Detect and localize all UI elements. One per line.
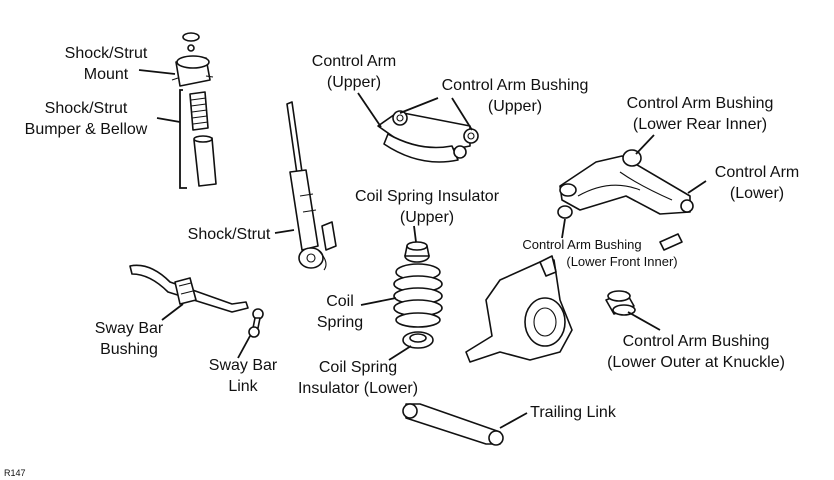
label-coil-spring: Coil Spring (317, 293, 363, 331)
label-line: Control Arm Bushing (623, 333, 770, 350)
sway-bar-link-part (248, 308, 264, 338)
shock-strut-part (286, 101, 337, 271)
label-line: (Lower Outer at Knuckle) (607, 354, 785, 371)
label-sway-bar-bushing: Sway Bar Bushing (95, 320, 164, 358)
label-line: Coil (326, 293, 354, 310)
label-line: Insulator (Lower) (298, 380, 418, 397)
label-trailing-link: Trailing Link (530, 404, 617, 421)
sway-bar-part (129, 264, 249, 313)
coil-spring-part (393, 263, 443, 328)
label-shock-strut: Shock/Strut (188, 226, 271, 243)
label-sway-bar-link: Sway Bar Link (209, 357, 278, 395)
label-cab-lower-outer: Control Arm Bushing (Lower Outer at Knuc… (607, 333, 785, 371)
control-arm-upper-part (377, 110, 479, 163)
label-line: Bumper & Bellow (25, 121, 148, 138)
label-cab-lower-front-inner: Control Arm Bushing (Lower Front Inner) (522, 237, 677, 269)
label-line: Control Arm Bushing (522, 237, 641, 252)
label-line: (Upper) (327, 74, 381, 91)
label-line: Link (228, 378, 258, 395)
label-line: Control Arm Bushing (442, 77, 589, 94)
label-line: Bushing (100, 341, 158, 358)
trailing-link-part (402, 403, 504, 446)
label-bumper-bellow: Shock/Strut Bumper & Bellow (25, 100, 148, 138)
label-line: Sway Bar (209, 357, 278, 374)
label-line: Shock/Strut (65, 45, 148, 62)
control-arm-lower-part (559, 149, 694, 215)
label-line: Sway Bar (95, 320, 164, 337)
coil-insulator-lower-part (402, 331, 434, 349)
label-line: (Upper) (400, 209, 454, 226)
label-control-arm-lower: Control Arm (Lower) (715, 164, 799, 202)
figure-code: R147 (4, 468, 26, 478)
label-coil-insulator-upper: Coil Spring Insulator (Upper) (355, 188, 500, 226)
label-line: Control Arm (312, 53, 396, 70)
cab-lower-outer-part (605, 290, 636, 316)
knuckle-part (465, 255, 573, 363)
label-line: Coil Spring Insulator (355, 188, 500, 205)
label-line: (Lower Rear Inner) (633, 116, 767, 133)
label-line: Spring (317, 314, 363, 331)
label-shock-strut-mount: Shock/Strut Mount (65, 45, 148, 83)
label-cab-upper: Control Arm Bushing (Upper) (442, 77, 589, 115)
label-line: Control Arm (715, 164, 799, 181)
label-line: Control Arm Bushing (627, 95, 774, 112)
leader-lines (138, 69, 707, 429)
bumper-bellow-part (179, 89, 217, 189)
shock-strut-mount-part (171, 32, 214, 87)
label-line: Shock/Strut (45, 100, 128, 117)
label-line: Mount (84, 66, 129, 83)
label-line: Shock/Strut (188, 226, 271, 243)
cab-lower-front-inner-part (557, 205, 683, 251)
label-cab-lower-rear-inner: Control Arm Bushing (Lower Rear Inner) (627, 95, 774, 133)
label-line: Trailing Link (530, 404, 617, 421)
coil-insulator-upper-part (404, 241, 430, 263)
label-line: (Lower) (730, 185, 784, 202)
label-control-arm-upper: Control Arm (Upper) (312, 53, 396, 91)
label-line: Coil Spring (319, 359, 397, 376)
label-coil-insulator-lower: Coil Spring Insulator (Lower) (298, 359, 418, 397)
label-line: (Upper) (488, 98, 542, 115)
label-line: (Lower Front Inner) (566, 254, 677, 269)
